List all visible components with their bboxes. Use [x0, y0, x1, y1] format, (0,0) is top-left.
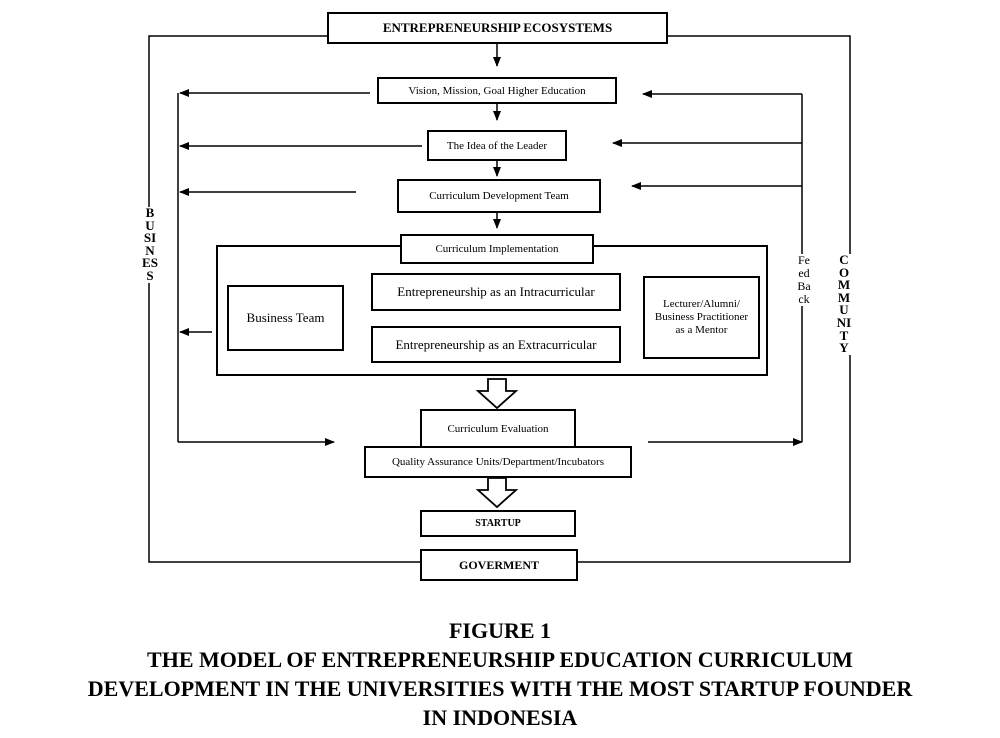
- leader-box: The Idea of the Leader: [427, 130, 567, 161]
- evaluation-box: Curriculum Evaluation: [420, 409, 576, 448]
- figure-caption-line-2: DEVELOPMENT IN THE UNIVERSITIES WITH THE…: [87, 676, 913, 701]
- government-box: GOVERMENT: [420, 549, 578, 581]
- figure-caption-line-3: IN INDONESIA: [422, 705, 578, 730]
- extracurricular-box: Entrepreneurship as an Extracurricular: [371, 326, 621, 363]
- figure-caption-line-1: THE MODEL OF ENTREPRENEURSHIP EDUCATION …: [147, 647, 853, 672]
- community-side-label: COMMUNITY: [836, 252, 852, 356]
- implementation-box: Curriculum Implementation: [400, 234, 594, 264]
- curriculum-team-box: Curriculum Development Team: [397, 179, 601, 213]
- mentor-box: Lecturer/Alumni/ Business Practitioner a…: [643, 276, 760, 359]
- business-side-label: BUSINESS: [142, 205, 158, 283]
- quality-assurance-box: Quality Assurance Units/Department/Incub…: [364, 446, 632, 478]
- startup-box: STARTUP: [420, 510, 576, 537]
- vision-box: Vision, Mission, Goal Higher Education: [377, 77, 617, 104]
- figure-number: FIGURE 1: [448, 618, 552, 643]
- block-arrow-quality-to-startup: [475, 477, 519, 509]
- feedback-side-label: Feed Back: [796, 253, 812, 306]
- business-team-box: Business Team: [227, 285, 344, 351]
- ecosystem-title-box: ENTREPRENEURSHIP ECOSYSTEMS: [327, 12, 668, 44]
- intracurricular-box: Entrepreneurship as an Intracurricular: [371, 273, 621, 311]
- block-arrow-implementation-to-evaluation: [475, 378, 519, 410]
- outer-frame-top-left: [148, 35, 420, 563]
